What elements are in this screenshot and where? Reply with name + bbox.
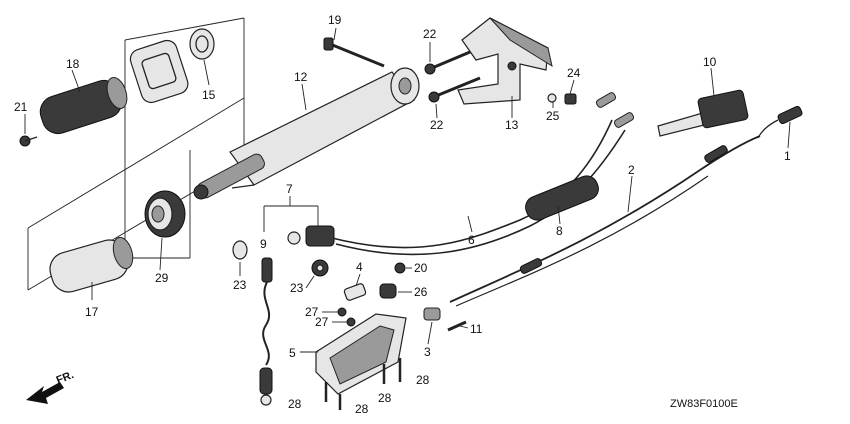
callout-3: 3 — [424, 345, 431, 359]
callout-7: 7 — [286, 182, 293, 196]
part-29-spool — [144, 190, 186, 238]
callout-28-a: 28 — [288, 397, 302, 411]
part-26-retainer — [379, 283, 397, 299]
part-6-switch-cable — [331, 92, 635, 256]
part-7-stop-switch — [287, 225, 335, 247]
part-17-grip — [49, 236, 134, 293]
callout-11: 11 — [470, 322, 483, 336]
callout-24: 24 — [567, 66, 581, 80]
part-27-screw-b — [346, 317, 356, 327]
callout-9: 9 — [260, 237, 267, 251]
callout-27-lower: 27 — [315, 315, 329, 329]
callout-19: 19 — [328, 13, 342, 27]
front-direction-arrow-icon: FR. — [26, 369, 76, 404]
callout-23-left: 23 — [233, 278, 247, 292]
callout-18: 18 — [66, 57, 80, 71]
callout-22-lower: 22 — [430, 118, 444, 132]
callout-27-upper: 27 — [305, 305, 319, 319]
callout-23-right: 23 — [290, 281, 304, 295]
callout-10: 10 — [703, 55, 717, 69]
callout-29: 29 — [155, 271, 169, 285]
callouts: 18 21 15 12 19 22 22 13 24 25 10 1 2 8 6… — [14, 13, 791, 416]
part-24-nut — [564, 93, 577, 105]
diagram-code: ZW83F0100E — [670, 398, 738, 410]
part-22-bolt-upper — [424, 50, 471, 75]
part-20-screw — [394, 262, 406, 274]
part-22-bolt-lower — [428, 76, 481, 103]
callout-4: 4 — [356, 260, 363, 274]
part-23-clip-left — [232, 240, 248, 260]
part-8-sleeve — [525, 175, 599, 221]
part-10-switch — [657, 89, 749, 137]
part-3-cable-end — [423, 307, 441, 321]
part-25-washer — [547, 93, 557, 103]
part-13-bracket — [457, 17, 553, 105]
callout-8: 8 — [556, 224, 563, 238]
callout-15: 15 — [202, 88, 216, 102]
callout-28-d: 28 — [416, 373, 430, 387]
callout-26: 26 — [414, 285, 428, 299]
callout-28-c: 28 — [378, 391, 392, 405]
callout-12: 12 — [294, 70, 308, 84]
callout-5: 5 — [289, 346, 296, 360]
callout-2: 2 — [628, 163, 635, 177]
part-27-screw-a — [337, 307, 347, 317]
part-18-throttle-grip — [39, 77, 128, 135]
callout-22-upper: 22 — [423, 27, 437, 41]
callout-1: 1 — [784, 149, 791, 163]
callout-28-b: 28 — [355, 402, 369, 416]
callout-21: 21 — [14, 100, 28, 114]
part-grip-roller — [129, 39, 189, 104]
callout-20: 20 — [414, 261, 428, 275]
front-direction-label: FR. — [55, 369, 76, 387]
part-2-throttle-cable — [449, 135, 761, 307]
part-19-bolt — [323, 37, 385, 68]
callout-13: 13 — [505, 118, 519, 132]
part-21-screw — [19, 135, 38, 147]
part-5-housing — [315, 313, 407, 395]
callout-6: 6 — [468, 233, 475, 247]
part-4-plate — [343, 283, 367, 301]
part-1-connector — [757, 105, 803, 139]
callout-17: 17 — [85, 305, 99, 319]
part-15-ring — [189, 28, 215, 60]
callout-25: 25 — [546, 109, 560, 123]
part-23-clip-right — [311, 259, 329, 277]
part-9-tether-cord — [259, 257, 273, 406]
leader-lines — [24, 27, 791, 353]
part-12-tiller-handle — [193, 67, 420, 200]
part-11-pin — [447, 320, 467, 332]
